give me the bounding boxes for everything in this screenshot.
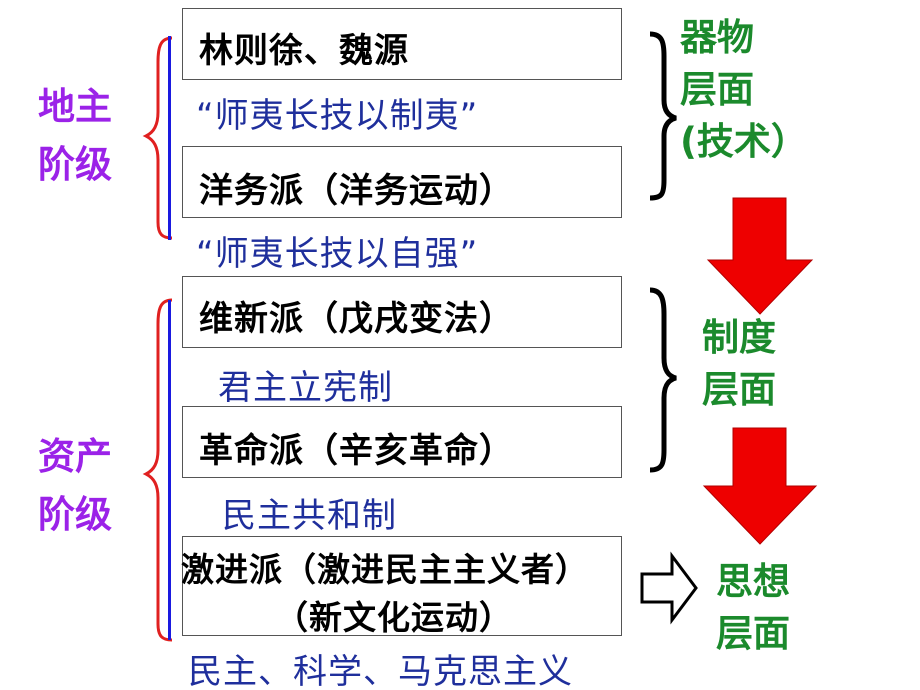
level-sixiang-line-2: 层面 xyxy=(716,612,790,655)
box-jijin-text-line-2: （新文化运动） xyxy=(275,598,513,637)
bourgeois-class-label: 资产 阶级 xyxy=(38,428,138,544)
level-qiwu-line-2: 层面 xyxy=(680,68,754,111)
level-qiwu-line-3: (技术） xyxy=(680,120,808,163)
box-geming-text: 革命派（辛亥革命） xyxy=(199,431,514,471)
note-minzhu-kexue: 民主、科学、马克思主义 xyxy=(188,652,573,690)
landlord-class-label: 地主 阶级 xyxy=(38,78,138,194)
right-curly-brace-icon xyxy=(649,31,677,201)
level-zhidu: 制度 层面 xyxy=(702,312,776,416)
box-lin-wei-text: 林则徐、魏源 xyxy=(199,31,409,71)
blue-bar xyxy=(168,300,171,640)
arrow-down-icon xyxy=(706,197,814,315)
box-jijin-text-line-1: 激进派（激进民主主义者） xyxy=(181,550,589,589)
level-sixiang: 思想 层面 xyxy=(716,556,790,660)
box-yangwu-text: 洋务派（洋务运动） xyxy=(199,171,514,211)
blue-bar xyxy=(168,36,171,240)
left-curly-brace-icon xyxy=(142,298,173,642)
landlord-class-line-1: 地主 xyxy=(38,85,112,128)
note-minzhu-gonghe: 民主共和制 xyxy=(222,496,397,536)
note-ziqiang: “师夷长技以自强” xyxy=(196,234,479,274)
bourgeois-class-line-2: 阶级 xyxy=(38,493,112,536)
box-jijin: 激进派（激进民主主义者） （新文化运动） xyxy=(181,536,622,637)
box-weixin-text: 维新派（戊戌变法） xyxy=(199,299,514,339)
arrow-right-outline-icon xyxy=(640,551,698,625)
left-curly-brace-icon xyxy=(142,36,173,240)
level-zhidu-line-1: 制度 xyxy=(702,316,776,359)
box-weixin: 维新派（戊戌变法） xyxy=(182,276,622,348)
level-sixiang-line-1: 思想 xyxy=(716,560,790,603)
box-geming: 革命派（辛亥革命） xyxy=(182,406,622,478)
level-qiwu-line-1: 器物 xyxy=(680,16,754,59)
arrow-down-icon xyxy=(702,427,818,545)
note-junzhu: 君主立宪制 xyxy=(218,368,393,408)
level-zhidu-line-2: 层面 xyxy=(702,368,776,411)
box-lin-wei: 林则徐、魏源 xyxy=(182,8,622,80)
bourgeois-class-line-1: 资产 xyxy=(38,435,112,478)
landlord-class-line-2: 阶级 xyxy=(38,143,112,186)
box-yangwu: 洋务派（洋务运动） xyxy=(182,146,622,218)
note-zhiyi: “师夷长技以制夷” xyxy=(196,96,479,136)
right-curly-brace-icon xyxy=(649,287,677,473)
level-qiwu: 器物 层面 (技术） xyxy=(680,12,808,168)
